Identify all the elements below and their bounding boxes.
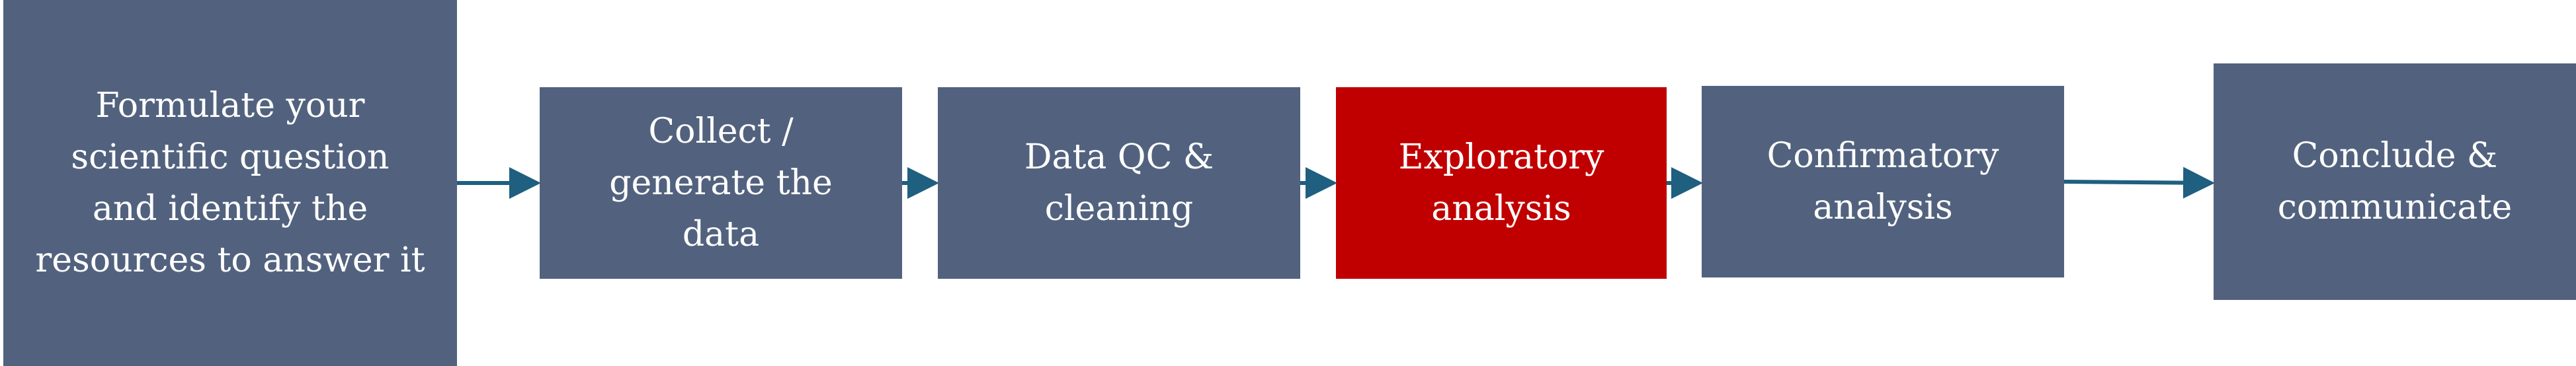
arrow-5-to-6 (2063, 166, 2215, 199)
step-label: Confirmatory analysis (1766, 136, 1999, 227)
step-label: Formulate your scientific question and i… (35, 86, 425, 280)
step-collect-data: Collect / generate the data (540, 87, 902, 279)
step-confirmatory-analysis: Confirmatory analysis (1702, 86, 2064, 277)
step-label: Data QC & cleaning (1024, 137, 1214, 229)
step-label: Exploratory analysis (1398, 137, 1604, 229)
step-label: Collect / generate the data (609, 112, 833, 254)
step-formulate-question: Formulate your scientific question and i… (3, 0, 457, 366)
step-label: Conclude & communicate (2277, 136, 2513, 227)
step-conclude-communicate: Conclude & communicate (2214, 63, 2576, 300)
step-exploratory-analysis: Exploratory analysis (1336, 87, 1667, 279)
step-data-qc-cleaning: Data QC & cleaning (938, 87, 1300, 279)
